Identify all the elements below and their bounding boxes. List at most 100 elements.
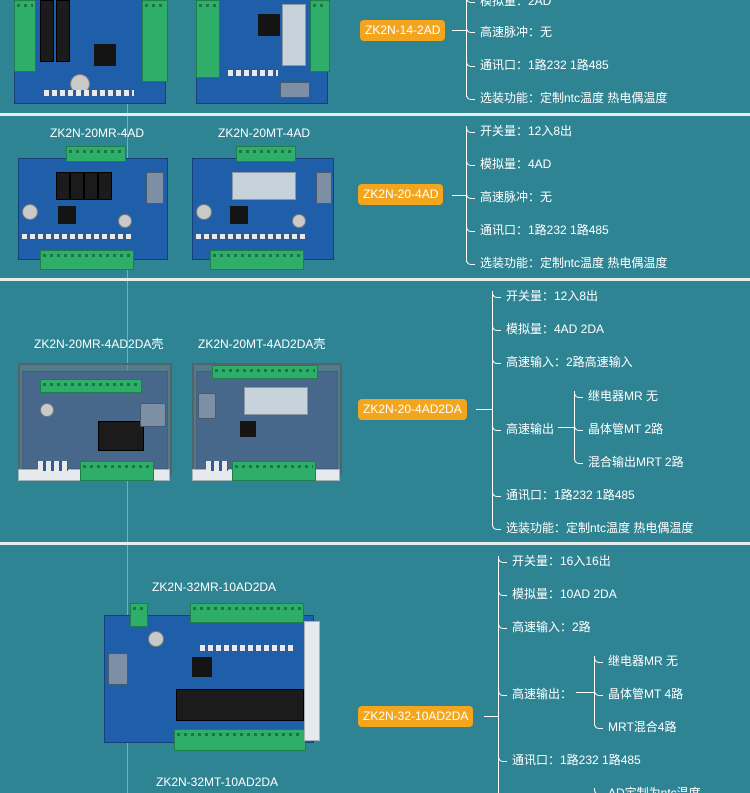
transistor-array [244,387,308,415]
terminal-block [130,603,148,627]
capacitor [40,403,54,417]
plc-board-image [14,0,166,104]
spec-tick [466,126,475,133]
spec-item: 通讯口：1路232 1路485 [512,753,641,767]
badge-connector [484,716,498,717]
product-caption: ZK2N-20MT-4AD [218,126,311,140]
sub-spec-item: 混合输出MRT 2路 [588,455,684,469]
relay [176,689,304,721]
spec-tick [466,60,475,67]
spec-tick [466,192,475,199]
spec-tick [466,93,475,100]
spec-tick [492,324,501,331]
terminal-block [212,365,318,379]
terminal-block [310,0,330,72]
spec-item: 高速输出： [512,687,573,701]
spec-tick [498,556,507,563]
terminal-block [142,0,168,82]
led-row [228,70,278,76]
spec-item: 通讯口：1路232 1路485 [506,488,635,502]
model-badge: ZK2N-32-10AD2DA [358,706,474,727]
spec-brace [466,0,467,97]
terminal-block [174,729,306,751]
battery [22,204,38,220]
spec-tick [466,159,475,166]
spec-tick [466,258,475,265]
sub-connector [576,692,594,693]
product-section-20-4ad: ZK2N-20MR-4AD ZK2N-20MT-4AD ZK2N-20-4AD … [0,116,750,278]
led-row [22,234,132,239]
serial-port [146,172,164,204]
led-row [38,461,68,471]
badge-connector [452,30,466,31]
relay [84,172,98,200]
serial-port [316,172,332,204]
product-section-14-2ad: ZK2N-14-2AD 模拟量：2AD 高速脉冲：无 通讯口：1路232 1路4… [0,0,750,113]
model-badge: ZK2N-20-4AD [358,184,444,205]
terminal-block [232,461,316,481]
product-caption: ZK2N-32MT-10AD2DA [156,775,279,789]
spec-item: 开关量：12入8出 [506,289,599,303]
spec-item: 通讯口：1路232 1路485 [480,58,609,72]
spec-tick [498,622,507,629]
spec-tick [492,357,501,364]
terminal-block [80,461,154,481]
serial-port [280,82,310,98]
badge-connector [476,409,492,410]
spec-tick [492,424,501,431]
terminal-block [210,250,304,270]
sub-spec-item: 晶体管MT 4路 [608,687,684,701]
spec-item: 高速脉冲：无 [480,190,553,204]
plc-enclosure [192,363,342,475]
mcu-chip [240,421,256,437]
product-section-20-4ad2da: ZK2N-20MR-4AD2DA壳 ZK2N-20MT-4AD2DA壳 ZK2N… [0,281,750,542]
relay [70,172,84,200]
terminal-block [40,250,134,270]
relay [98,172,112,200]
spec-item: 高速输入：2路 [512,620,591,634]
spec-item: 模拟量：4AD 2DA [506,322,605,336]
spec-item: 模拟量：2AD [480,0,552,8]
mcu-chip [230,206,248,224]
led-row [44,90,134,96]
section-divider [0,542,750,545]
sub-spec-item: 晶体管MT 2路 [588,422,664,436]
relay [56,172,70,200]
spec-tick [466,26,475,33]
badge-connector [452,195,466,196]
spec-item: 选装功能：定制ntc温度 热电偶温度 [480,256,668,270]
terminal-block [236,146,296,162]
spec-item: 高速输入：2路高速输入 [506,355,633,369]
relay [40,0,54,62]
led-row [206,461,228,471]
spec-brace [492,294,493,526]
spec-tick [498,589,507,596]
transistor-array [282,4,306,66]
sub-tick [594,788,603,793]
mcu-chip [258,14,280,36]
spec-tick [492,523,501,530]
spec-item: 高速脉冲：无 [480,25,553,39]
product-caption: ZK2N-20MR-4AD2DA壳 [34,337,164,351]
sub-spec-item: MRT混合4路 [608,720,677,734]
sub-tick [594,689,603,696]
sub-spec-item: 继电器MR 无 [588,389,658,403]
section-divider [0,278,750,281]
spec-item: 通讯口：1路232 1路485 [480,223,609,237]
serial-port [198,393,216,419]
serial-port [140,403,166,427]
spec-item: 模拟量：4AD [480,157,552,171]
spec-tick [498,689,507,696]
product-caption: ZK2N-20MT-4AD2DA壳 [198,337,326,351]
spec-item: 选装功能：定制ntc温度 热电偶温度 [480,91,668,105]
rail-bracket [304,621,320,741]
spec-tick [466,0,475,3]
relay [98,421,144,451]
sub-connector [558,427,574,428]
capacitor [292,214,306,228]
plc-board-image [104,615,314,743]
terminal-block [196,0,220,78]
spec-item: 选装功能：定制ntc温度 热电偶温度 [506,521,694,535]
terminal-block [66,146,126,162]
spec-tick [498,755,507,762]
